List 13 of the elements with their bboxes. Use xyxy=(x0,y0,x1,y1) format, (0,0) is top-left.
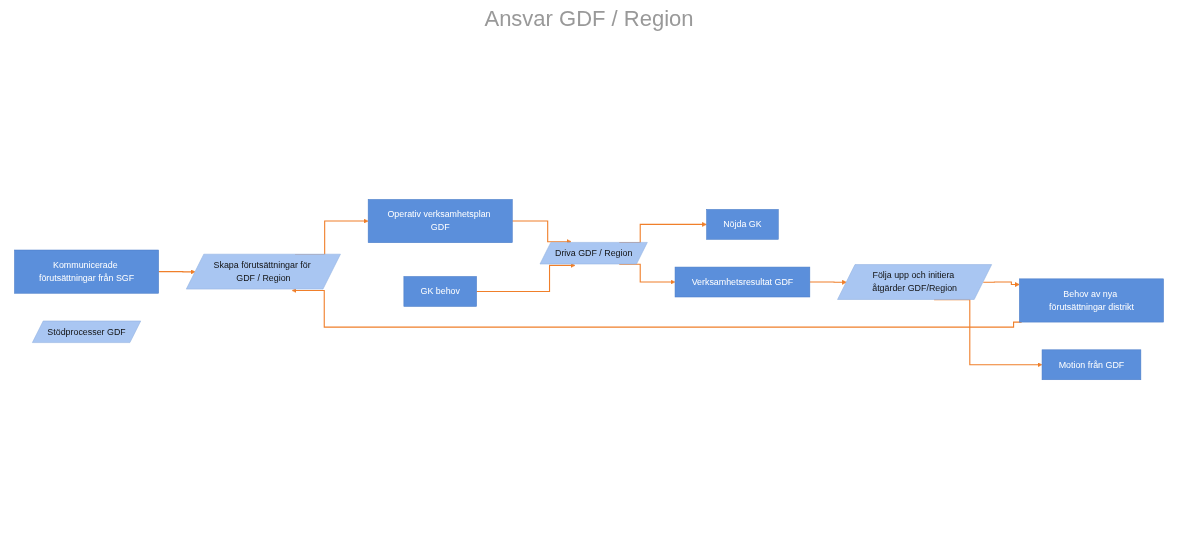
arrow xyxy=(476,263,576,293)
arrow xyxy=(158,269,196,275)
arrow xyxy=(809,280,847,286)
node-box: GK behov xyxy=(403,276,477,308)
arrow xyxy=(511,220,572,245)
node-box: Behov av nya förutsättningar distrikt xyxy=(1019,278,1164,323)
node-box: Motion från GDF xyxy=(1041,349,1142,381)
diagram-title: Ansvar GDF / Region xyxy=(483,6,695,32)
node-box: Kommunicerade förutsättningar från SGF xyxy=(14,250,159,294)
node-box: Nöjda GK xyxy=(706,209,779,241)
node-box: Verksamhetsresultat GDF xyxy=(674,267,811,298)
node-box: Operativ verksamhetsplan GDF xyxy=(367,199,513,244)
arrow xyxy=(982,281,1020,288)
